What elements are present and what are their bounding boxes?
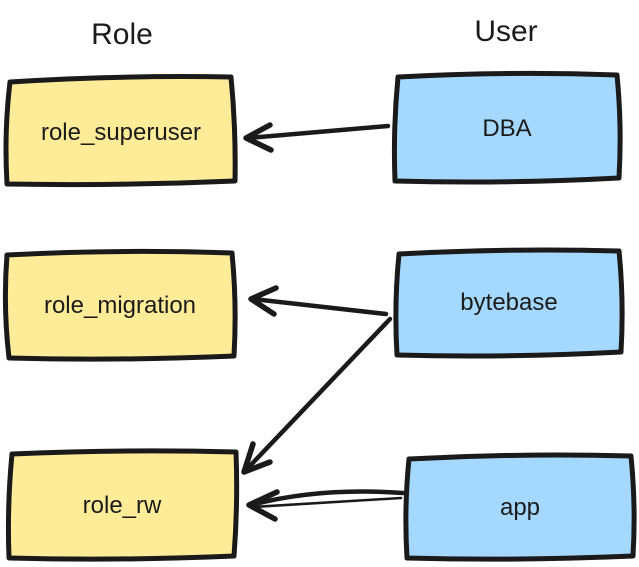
edge-app-to-role-rw-line-double: [251, 496, 403, 509]
edge-bytebase-to-role-migration: [248, 285, 389, 317]
node-role-migration-label: role_migration: [44, 292, 196, 319]
node-user-dba: DBA: [391, 70, 623, 185]
edge-bytebase-to-role-rw-arrowhead-icon: [241, 441, 273, 475]
node-user-app-label: app: [500, 494, 540, 521]
node-role-migration: role_migration: [2, 248, 238, 362]
node-user-bytebase: bytebase: [393, 247, 625, 359]
node-user-dba-box: [391, 70, 623, 185]
node-user-dba-label: DBA: [482, 115, 531, 142]
edge-app-to-role-rw-arrowhead-icon: [246, 489, 280, 522]
node-user-app-box: [403, 452, 637, 562]
edge-dba-to-role-superuser-line: [245, 123, 391, 141]
edge-bytebase-to-role-migration-arrowhead-icon: [248, 285, 279, 317]
edge-app-to-role-rw-line: [248, 489, 406, 508]
edge-bytebase-to-role-rw-line: [244, 316, 393, 472]
node-role-migration-box: [2, 248, 238, 362]
node-role-superuser-label: role_superuser: [41, 119, 201, 146]
column-header-user: User: [474, 15, 537, 48]
node-user-bytebase-box: [393, 247, 625, 359]
node-role-superuser-box: [3, 74, 238, 188]
edge-dba-to-role-superuser-arrowhead-icon: [243, 122, 274, 153]
edge-bytebase-to-role-migration-line: [250, 296, 389, 317]
column-header-role: Role: [91, 18, 153, 51]
node-role-rw: role_rw: [5, 448, 240, 562]
edge-app-to-role-rw: [246, 489, 406, 522]
node-role-rw-box: [5, 448, 240, 562]
node-user-bytebase-label: bytebase: [460, 289, 557, 316]
node-user-app: app: [403, 452, 637, 562]
node-role-rw-label: role_rw: [83, 492, 162, 519]
edge-bytebase-to-role-rw: [241, 316, 393, 475]
node-role-superuser: role_superuser: [3, 74, 238, 188]
edge-dba-to-role-superuser: [243, 122, 391, 153]
